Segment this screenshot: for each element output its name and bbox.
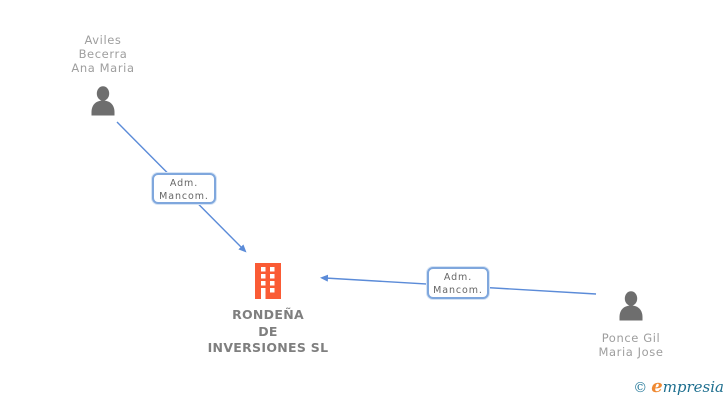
person-node-ponce-gil-maria-jose[interactable]: Ponce Gil Maria Jose: [566, 291, 696, 359]
edge-label-adm-mancom-1: Adm. Mancom.: [152, 173, 216, 204]
logo-letter-e: e: [651, 376, 663, 397]
logo-text: mpresia: [662, 378, 724, 396]
person-node-aviles-becerra-ana-maria[interactable]: Aviles Becerra Ana Maria: [38, 33, 168, 120]
company-node-rondena-de-inversiones-sl[interactable]: RONDEÑA DE INVERSIONES SL: [203, 262, 333, 357]
copyright-icon: ©: [633, 380, 648, 396]
company-name-label: RONDEÑA DE INVERSIONES SL: [207, 307, 329, 355]
empresia-logo[interactable]: ©empresia: [633, 376, 724, 397]
person-name-label: Aviles Becerra Ana Maria: [71, 33, 135, 75]
person-icon: [619, 291, 643, 321]
edge-label-adm-mancom-2: Adm. Mancom.: [427, 267, 489, 299]
building-icon: [255, 263, 281, 299]
person-icon: [91, 86, 115, 116]
person-name-label: Ponce Gil Maria Jose: [598, 331, 664, 359]
